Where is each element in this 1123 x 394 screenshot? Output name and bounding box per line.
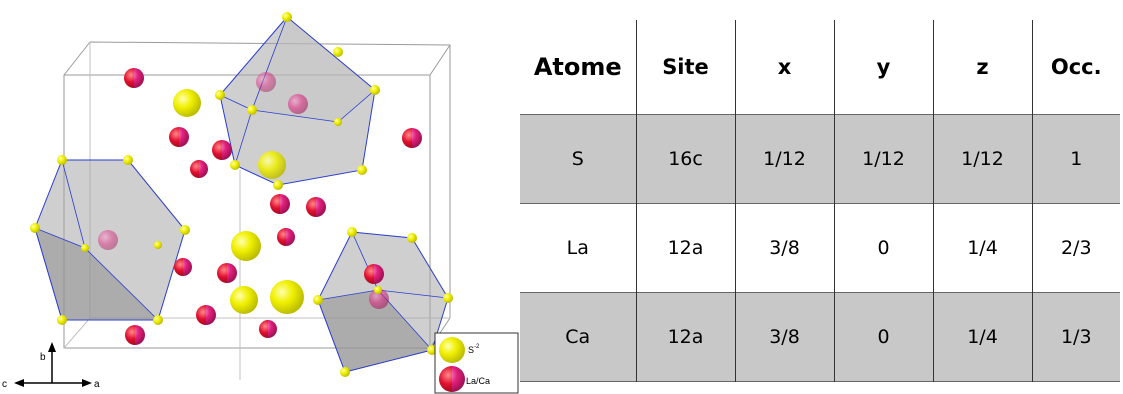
legend-sulfur-label: S-2 xyxy=(468,344,480,355)
header-y: y xyxy=(833,20,933,115)
la-ca-atoms xyxy=(98,68,422,345)
legend-sulfur-swatch xyxy=(439,337,465,363)
cell-atome: La xyxy=(566,237,589,259)
table-row: La 12a 3/8 0 1/4 2/3 xyxy=(520,203,1120,293)
table-header-row: Atome Site x y z Occ. xyxy=(520,20,1120,115)
cell-site: 12a xyxy=(635,292,735,382)
cell-x: 3/8 xyxy=(734,203,834,293)
axis-a-label: a xyxy=(94,379,100,390)
header-z: z xyxy=(932,20,1032,115)
axis-b-label: b xyxy=(40,352,46,363)
cell-y: 1/12 xyxy=(833,114,933,204)
cell-site: 12a xyxy=(635,203,735,293)
legend-la-ca-label: La/Ca xyxy=(466,376,490,386)
axes-indicator: b c a xyxy=(2,342,100,390)
axis-c-label: c xyxy=(2,379,7,390)
cell-y: 0 xyxy=(833,292,933,382)
atomic-positions-table-container: Atome Site x y z Occ. S 16c 1/12 1/12 1/… xyxy=(520,20,1123,382)
cell-z: 1/4 xyxy=(932,203,1032,293)
cell-occ: 1/3 xyxy=(1031,292,1120,382)
table-row: S 16c 1/12 1/12 1/12 1 xyxy=(520,114,1120,204)
header-occ: Occ. xyxy=(1031,20,1120,115)
table-row: Ca 12a 3/8 0 1/4 1/3 xyxy=(520,292,1120,382)
cell-occ: 1 xyxy=(1031,114,1120,204)
header-x: x xyxy=(734,20,834,115)
legend-la-ca-swatch xyxy=(439,366,465,392)
cell-atome: S xyxy=(520,114,636,204)
cell-site: 16c xyxy=(635,114,735,204)
cell-z: 1/12 xyxy=(932,114,1032,204)
cell-y: 0 xyxy=(833,203,933,293)
header-atome: Atome xyxy=(533,53,622,81)
header-site: Site xyxy=(635,20,735,115)
cell-x: 1/12 xyxy=(734,114,834,204)
cell-x: 3/8 xyxy=(734,292,834,382)
atom-legend: S-2 La/Ca xyxy=(434,332,519,394)
sulfur-atoms xyxy=(173,89,304,314)
cell-atome: Ca xyxy=(520,292,636,382)
cell-z: 1/4 xyxy=(932,292,1032,382)
vertex-atoms xyxy=(30,12,453,377)
atomic-positions-table: Atome Site x y z Occ. S 16c 1/12 1/12 1/… xyxy=(520,20,1120,382)
crystal-structure-diagram: b c a S-2 La/Ca xyxy=(2,12,519,394)
cell-occ: 2/3 xyxy=(1031,203,1120,293)
